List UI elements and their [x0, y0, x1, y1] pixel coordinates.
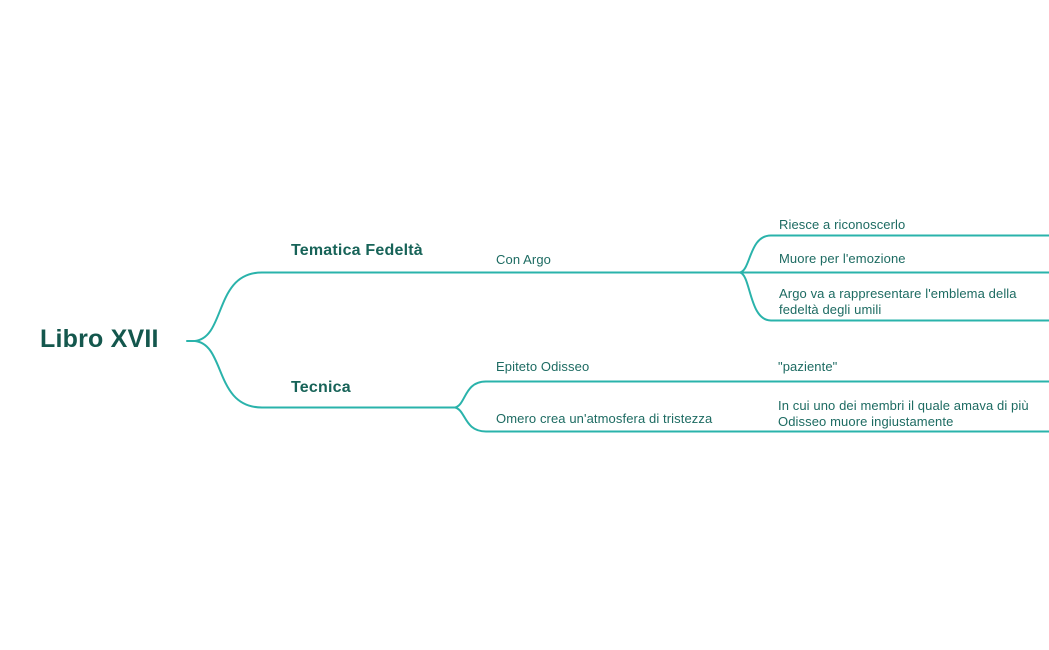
- node-con-argo[interactable]: Con Argo: [496, 252, 552, 267]
- node-tecnica[interactable]: Tecnica: [291, 379, 351, 396]
- node-omero-atmosfera-tristezza[interactable]: Omero crea un'atmosfera di tristezza: [496, 411, 713, 426]
- connector-root-to-tecnica: [194, 340, 263, 409]
- node-tematica-fedelta[interactable]: Tematica Fedeltà: [291, 242, 423, 259]
- connector-root-to-tematica: [194, 271, 263, 342]
- node-muore-per-emozione[interactable]: Muore per l'emozione: [779, 251, 906, 266]
- node-in-cui-membri[interactable]: In cui uno dei membri il quale amava di …: [778, 398, 1029, 429]
- root-node-libro-xvii[interactable]: Libro XVII: [40, 325, 159, 353]
- node-riesce-a-riconoscerlo[interactable]: Riesce a riconoscerlo: [779, 217, 906, 232]
- node-paziente[interactable]: "paziente": [778, 359, 838, 374]
- node-epiteto-odisseo[interactable]: Epiteto Odisseo: [496, 359, 590, 374]
- node-argo-emblema-fedelta[interactable]: Argo va a rappresentare l'emblema della …: [779, 286, 1017, 317]
